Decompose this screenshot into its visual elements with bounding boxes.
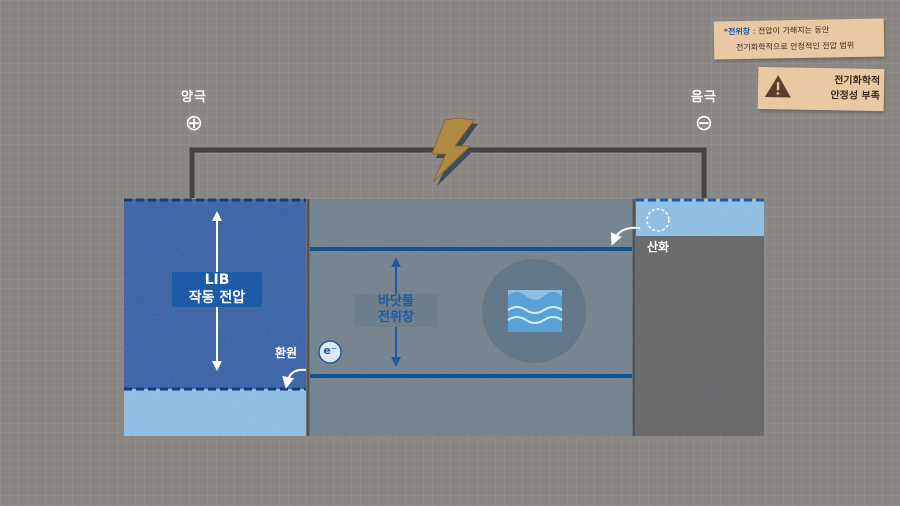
warning-line2: 안정성 부족: [830, 90, 880, 103]
definition-note: *전위창 : 전압이 가해지는 동안 전기화학적으로 안정적인 전압 범위: [713, 18, 885, 60]
potential-window-label: 바닷물 전위창: [354, 294, 438, 327]
minus-icon: ⊖: [694, 111, 714, 136]
warning-text: 전기화학적 안정성 부족: [804, 73, 881, 104]
operating-voltage-label: LIB 작동 전압: [172, 272, 262, 307]
plus-icon: ⊕: [184, 111, 204, 136]
anode-label: 음극: [691, 90, 717, 105]
anode-electrode: [636, 236, 764, 436]
cathode-reduced-zone: [124, 389, 306, 436]
potential-window-line1: 바닷물: [378, 294, 414, 309]
cathode-label: 양극: [181, 90, 207, 105]
warning-line1: 전기화학적: [834, 75, 881, 88]
operating-voltage-line2: 작동 전압: [188, 289, 246, 306]
potential-window-line2: 전위창: [378, 310, 414, 326]
operating-voltage-line1: LIB: [204, 272, 230, 288]
electron-label: e⁻: [323, 344, 337, 357]
oxidation-vacancy: [646, 208, 670, 232]
definition-term: *전위창: [723, 26, 751, 37]
definition-line1: *전위창 : 전압이 가해지는 동안: [724, 24, 830, 37]
seawater-icon: [507, 290, 563, 332]
reduction-label: 환원: [274, 346, 298, 360]
electron-icon: [318, 340, 342, 364]
warning-icon: [764, 75, 791, 98]
oxidation-label: 산화: [646, 240, 670, 254]
oxidation-arrow: [610, 226, 641, 246]
warning-note: 전기화학적 안정성 부족: [757, 66, 885, 112]
definition-text: : 전압이 가해지는 동안: [750, 25, 830, 36]
anode-oxidized-zone: [636, 199, 764, 236]
definition-line2: 전기화학적으로 안정적인 전압 범위: [736, 41, 855, 53]
reduction-arrow: [282, 368, 307, 389]
lightning-bolt: [431, 117, 475, 183]
